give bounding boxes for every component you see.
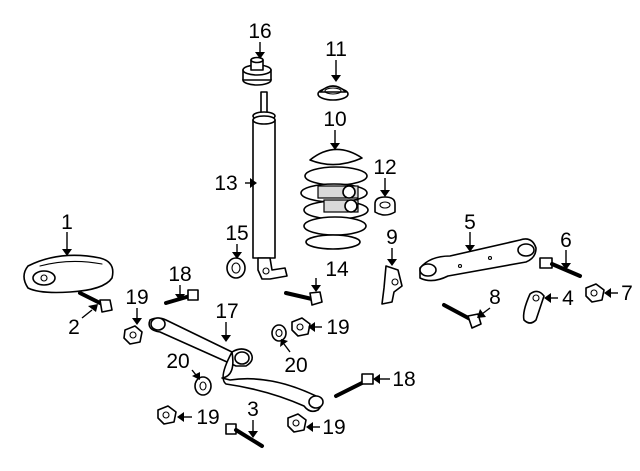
part-coil-spring (300, 148, 369, 250)
part-lower-arm (148, 317, 324, 413)
part-nut-19-lower-right (287, 413, 307, 433)
callout-11: 11 (325, 38, 347, 61)
part-upper-control-arm (23, 254, 114, 294)
callout-arrows (62, 42, 618, 438)
callout-19-left: 19 (125, 286, 148, 309)
part-spring-insulator (317, 85, 349, 101)
part-jounce-bumper (374, 196, 396, 216)
callout-3: 3 (247, 398, 259, 421)
callout-4: 4 (562, 287, 574, 310)
part-nut-19-lower-left (157, 405, 177, 425)
callout-13: 13 (214, 172, 237, 195)
callout-20-left: 20 (166, 350, 189, 373)
part-nut-19-left (123, 325, 143, 345)
part-washer-20-left (194, 376, 212, 396)
part-bolt-8 (442, 303, 482, 329)
callout-8: 8 (489, 286, 501, 309)
callout-6: 6 (560, 229, 572, 252)
part-bolt-3 (225, 423, 264, 448)
callout-17: 17 (215, 300, 238, 323)
part-bushing-15 (226, 257, 246, 279)
callout-19-center: 19 (326, 316, 349, 339)
callout-18-upper: 18 (168, 263, 191, 286)
part-bolt-18-lower (334, 373, 374, 398)
callout-2: 2 (68, 316, 80, 339)
part-bracket-9 (381, 265, 403, 305)
part-bolt-18-upper (164, 289, 199, 305)
callout-1: 1 (61, 211, 73, 234)
callout-labels: 16 11 10 12 13 15 1 2 18 19 17 20 14 19 … (61, 20, 633, 439)
part-bolt-6 (539, 257, 582, 278)
callout-18-lower: 18 (392, 368, 415, 391)
callout-15: 15 (225, 222, 248, 245)
callout-12: 12 (373, 156, 396, 179)
callout-19-lower-left: 19 (196, 406, 219, 429)
callout-10: 10 (323, 108, 346, 131)
part-lateral-arm (419, 238, 537, 282)
part-shock-upper-mount (242, 56, 272, 86)
callout-9: 9 (386, 226, 398, 249)
callout-16: 16 (248, 20, 271, 43)
part-bolt-2 (78, 291, 113, 313)
callout-19-lower-right: 19 (322, 416, 345, 439)
callout-14: 14 (325, 258, 349, 281)
part-cam-4 (522, 290, 545, 324)
part-nut-7 (585, 283, 605, 303)
callout-5: 5 (464, 211, 476, 234)
part-bolt-14 (284, 291, 323, 306)
callout-7: 7 (621, 282, 633, 305)
part-nut-19-center (291, 317, 311, 337)
part-shock-absorber (252, 91, 288, 280)
part-washer-20-right (271, 324, 287, 342)
callout-20-right: 20 (284, 354, 307, 377)
